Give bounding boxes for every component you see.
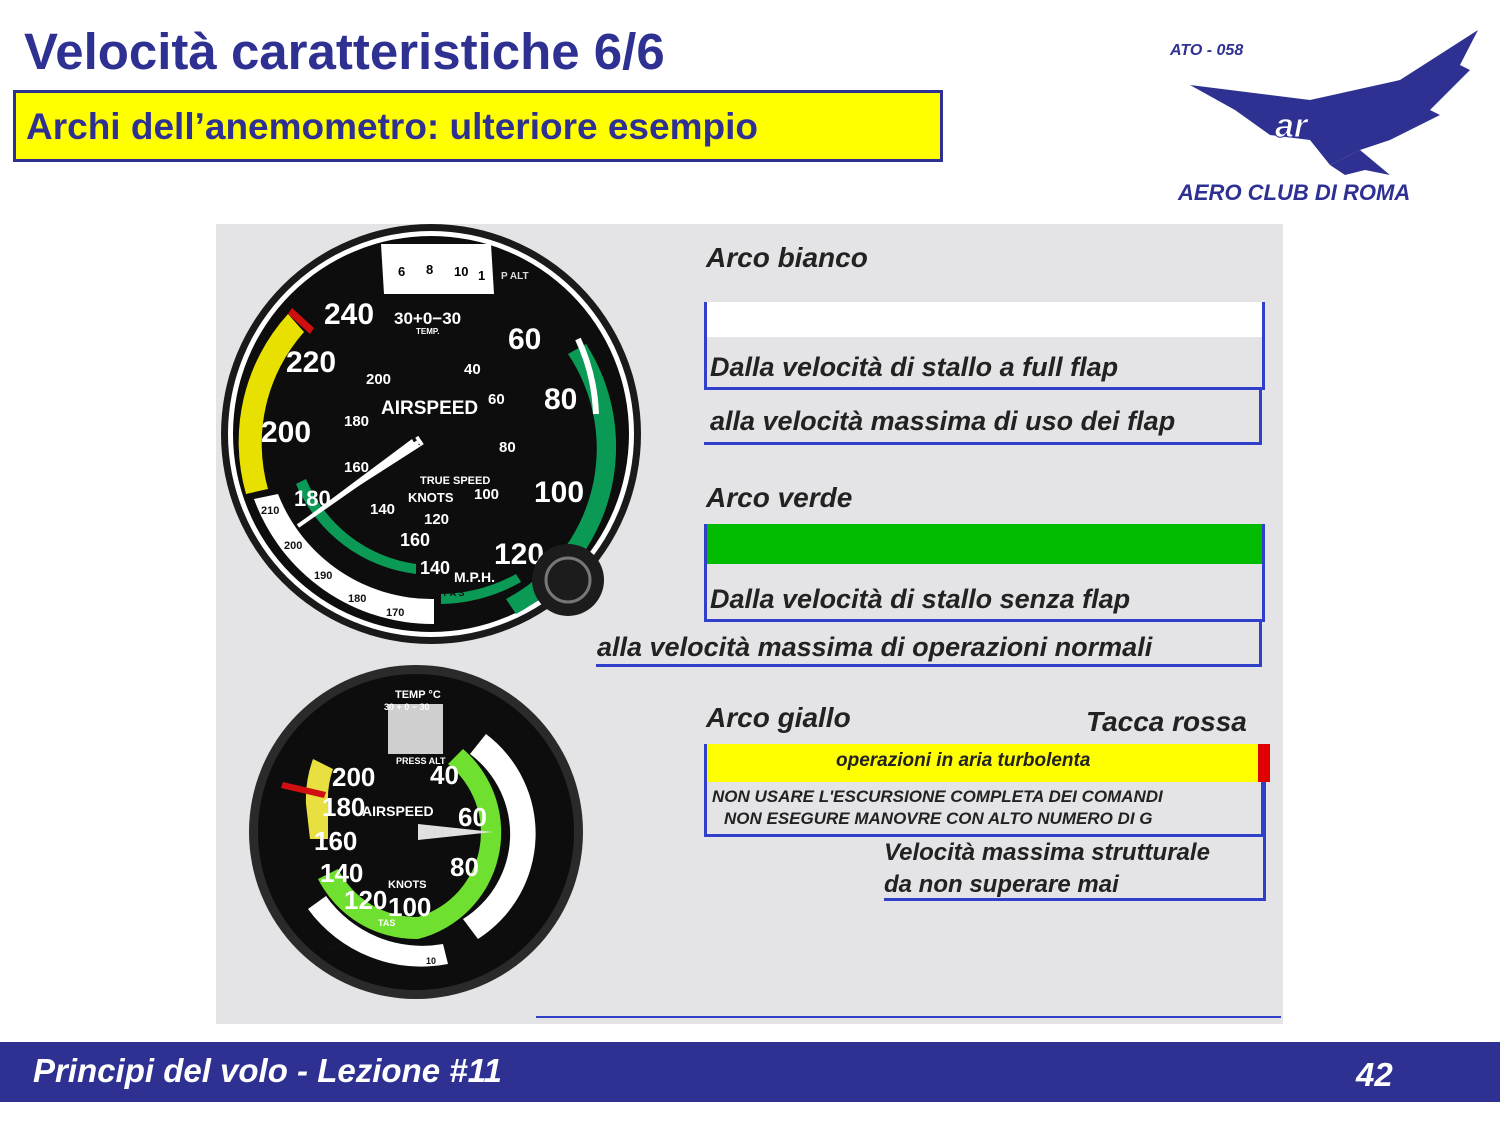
outer-220: 220 bbox=[286, 346, 336, 379]
alt-scale-6: 6 bbox=[398, 264, 405, 279]
outer-80: 80 bbox=[544, 383, 577, 416]
white-170: 170 bbox=[386, 607, 404, 619]
airspeed-gauge-top: 6 8 10 1 P ALT 240 220 200 60 80 100 120… bbox=[221, 224, 641, 644]
small-140-bottom: 140 bbox=[420, 558, 450, 578]
yellow-arc-warning2: NON ESEGURE MANOVRE CON ALTO NUMERO DI G bbox=[724, 809, 1153, 828]
red-mark-line2: da non superare mai bbox=[884, 871, 1119, 898]
logo-name: AERO CLUB DI ROMA bbox=[1177, 180, 1410, 205]
outer-240: 240 bbox=[324, 298, 374, 331]
bottom-100: 100 bbox=[388, 892, 431, 922]
inner-120: 120 bbox=[424, 511, 449, 528]
bottom-80: 80 bbox=[450, 852, 479, 882]
aero-club-logo: ATO - 058 ar AERO CLUB DI ROMA bbox=[1169, 30, 1478, 205]
alt-scale-8: 8 bbox=[426, 262, 433, 277]
white-arc-swatch bbox=[704, 302, 1265, 337]
red-mark-swatch bbox=[1258, 744, 1270, 782]
white-200: 200 bbox=[284, 540, 302, 552]
inner-60: 60 bbox=[488, 391, 505, 408]
bottom-60: 60 bbox=[458, 802, 487, 832]
page-number: 42 bbox=[1356, 1056, 1393, 1093]
bottom-temp-label: TEMP °C bbox=[395, 689, 441, 701]
inner-140: 140 bbox=[370, 501, 395, 518]
green-arc-box-1 bbox=[704, 564, 1265, 622]
white-arc-line2: alla velocità massima di uso dei flap bbox=[710, 406, 1176, 436]
bottom-label-tas: TAS bbox=[378, 918, 395, 928]
outer-60: 60 bbox=[508, 323, 541, 356]
alt-scale-10: 10 bbox=[454, 264, 468, 279]
bottom-label-knots: KNOTS bbox=[388, 879, 427, 891]
bottom-temp-numbers: 30 + 0 − 30 bbox=[384, 702, 430, 712]
inner-160: 160 bbox=[344, 459, 369, 476]
airspeed-gauge-bottom: TEMP °C 30 + 0 − 30 PRESS ALT 200 180 16… bbox=[249, 665, 583, 999]
label-airspeed: AIRSPEED bbox=[381, 398, 478, 419]
inner-80: 80 bbox=[499, 439, 516, 456]
inner-40: 40 bbox=[464, 361, 481, 378]
bottom-small-120: 120 bbox=[328, 941, 343, 951]
eagle-wing bbox=[1190, 30, 1478, 165]
temp-numbers: 30+0−30 bbox=[394, 309, 461, 328]
red-mark-heading: Tacca rossa bbox=[1086, 706, 1247, 737]
airspeed-indicator-figure: 6 8 10 1 P ALT 240 220 200 60 80 100 120… bbox=[216, 224, 1283, 1024]
tas-letters: T A S bbox=[442, 588, 464, 598]
slide-footer: Principi del volo - Lezione #11 42 bbox=[0, 1042, 1500, 1102]
alt-scale-1: 1 bbox=[478, 268, 485, 283]
outer-200: 200 bbox=[261, 416, 311, 449]
slide-subtitle: Archi dell’anemometro: ulteriore esempio bbox=[13, 90, 943, 162]
bottom-label-airspeed: AIRSPEED bbox=[362, 803, 434, 819]
yellow-arc-box bbox=[704, 782, 1264, 837]
white-arc-heading: Arco bianco bbox=[706, 242, 868, 273]
small-160: 160 bbox=[400, 530, 430, 550]
yellow-arc-swatch bbox=[704, 744, 1261, 782]
outer-100: 100 bbox=[534, 476, 584, 509]
yellow-arc-warning1: NON USARE L'ESCURSIONE COMPLETA DEI COMA… bbox=[712, 787, 1163, 806]
bottom-40: 40 bbox=[430, 760, 459, 790]
bottom-200: 200 bbox=[332, 762, 375, 792]
label-knots: KNOTS bbox=[408, 490, 454, 505]
figure-bottom-line bbox=[536, 1016, 1281, 1018]
temp-label: TEMP. bbox=[416, 327, 439, 336]
white-190: 190 bbox=[314, 570, 332, 582]
bottom-160: 160 bbox=[314, 826, 357, 856]
bottom-120: 120 bbox=[344, 885, 387, 915]
green-arc-box-2 bbox=[596, 622, 1262, 667]
green-arc-line2: alla velocità massima di operazioni norm… bbox=[597, 632, 1153, 662]
green-arc-heading: Arco verde bbox=[706, 482, 853, 513]
green-arc-line1: Dalla velocità di stallo senza flap bbox=[710, 584, 1131, 614]
green-arc-swatch bbox=[704, 524, 1265, 564]
red-mark-connector bbox=[1263, 782, 1266, 900]
bottom-140: 140 bbox=[320, 858, 363, 888]
inner-180: 180 bbox=[344, 413, 369, 430]
red-mark-underline bbox=[884, 898, 1266, 901]
inner-100: 100 bbox=[474, 486, 499, 503]
bottom-180: 180 bbox=[322, 792, 365, 822]
white-210: 210 bbox=[261, 505, 279, 517]
inner-200: 200 bbox=[366, 371, 391, 388]
logo-monogram: ar bbox=[1275, 107, 1309, 145]
slide-title: Velocità caratteristiche 6/6 bbox=[24, 23, 665, 80]
white-180: 180 bbox=[348, 593, 366, 605]
yellow-arc-bar-text: operazioni in aria turbolenta bbox=[836, 750, 1091, 771]
label-true-speed: TRUE SPEED bbox=[420, 475, 490, 487]
red-mark-line1: Velocità massima strutturale bbox=[884, 839, 1210, 866]
white-arc-box-2 bbox=[704, 390, 1262, 445]
bottom-press-alt: PRESS ALT bbox=[396, 756, 446, 766]
logo-code: ATO - 058 bbox=[1169, 42, 1243, 59]
footer-course: Principi del volo - Lezione #11 bbox=[33, 1052, 502, 1089]
p-alt: P ALT bbox=[501, 271, 529, 282]
white-arc-box-1 bbox=[704, 337, 1265, 390]
white-arc-line1: Dalla velocità di stallo a full flap bbox=[710, 352, 1119, 382]
yellow-arc-heading: Arco giallo bbox=[706, 702, 851, 733]
bottom-small-10: 10 bbox=[426, 956, 436, 966]
label-mph: M.P.H. bbox=[454, 569, 495, 585]
